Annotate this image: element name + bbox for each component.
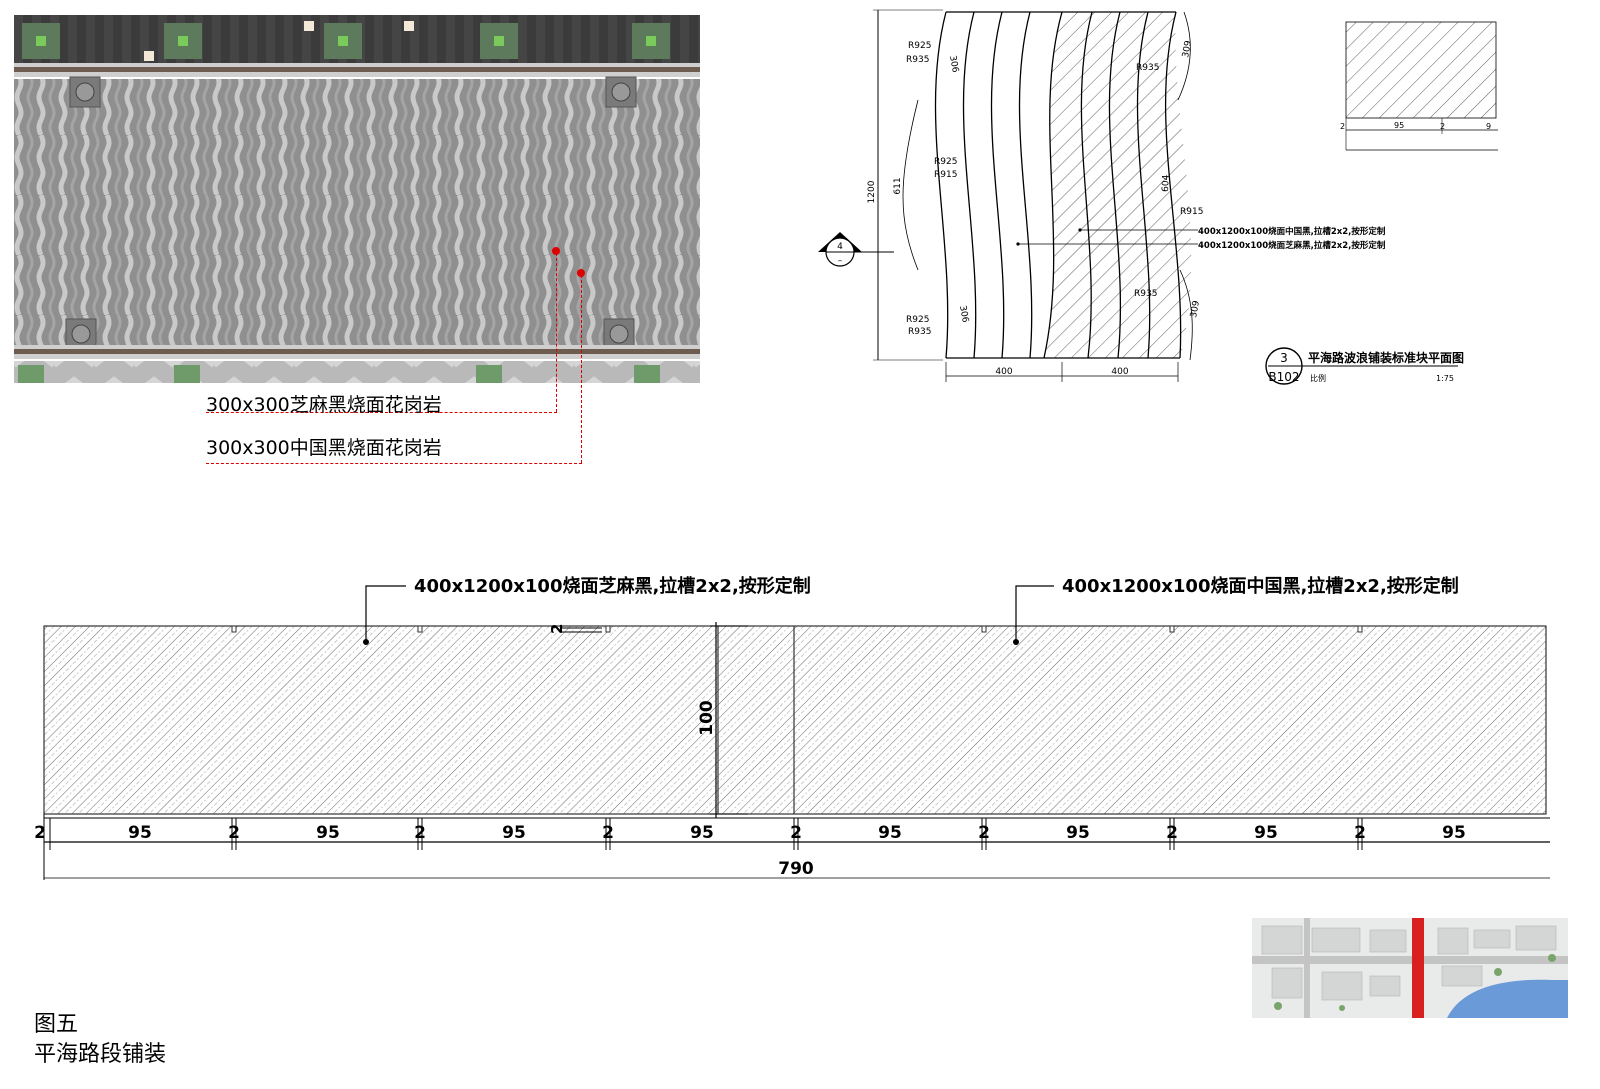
figure-number: 图五 [34,1012,79,1037]
radius-label: R925 [908,41,931,51]
dim-segment: 2 [34,823,46,843]
dim-611: 611 [893,177,903,194]
callout-dot-2 [577,269,585,277]
dim-segment: 2 [790,823,802,843]
height-dim: 100 [697,700,717,736]
section-symbol: 4 – [818,232,894,267]
svg-text:2: 2 [1440,122,1445,131]
callout-dot-1 [552,247,560,255]
dim-segment: 2 [1354,823,1366,843]
dim-segment: 2 [602,823,614,843]
radius-label: R915 [1180,207,1203,217]
svg-text:95: 95 [1394,121,1404,130]
svg-text:2: 2 [1340,122,1345,131]
dim-segment: 2 [414,823,426,843]
key-map-thumbnail [1252,918,1568,1018]
dim-segment: 95 [128,823,152,843]
dim-total: 790 [778,859,814,879]
radius-label: R925 [934,157,957,167]
dim-604: 604 [1161,174,1172,192]
dim-segment: 95 [878,823,902,843]
dim-segment: 95 [502,823,526,843]
plan-note-china-black: 400x1200x100烧面中国黑,拉槽2x2,按形定制 [1198,226,1386,237]
dim-segment: 95 [1254,823,1278,843]
callout-label-sesame-black: 300x300芝麻黑烧面花岗岩 [206,394,442,416]
dim-309-bottom: 309 [1189,300,1202,319]
svg-text:3: 3 [1280,351,1288,365]
svg-text:4: 4 [837,242,843,252]
drawing-title-block: 3 B102 平海路波浪铺装标准块平面图 比例 1:75 [1265,347,1464,385]
svg-text:9: 9 [1486,122,1491,131]
paving-section-drawing: 400x1200x100烧面芝麻黑,拉槽2x2,按形定制 400x1200x10… [0,560,1600,910]
dim-306-top: 306 [947,55,960,74]
callout-leader-2 [581,275,582,463]
dim-309-top: 309 [1181,40,1194,59]
dim-segment: 2 [1166,823,1178,843]
radius-label: R935 [1136,63,1159,73]
radius-label: R925 [906,315,929,325]
radius-label: R935 [1134,289,1157,299]
section-detail-thumbnail: 2 95 2 9 [1340,21,1498,151]
standard-block-plan: 1200 611 306 306 309 604 309 R925 R935 R… [818,0,1530,400]
dim-segment: 95 [316,823,340,843]
plan-note-sesame-black: 400x1200x100烧面芝麻黑,拉槽2x2,按形定制 [1198,240,1386,251]
figure-caption: 图五 平海路段铺装 [34,1010,166,1070]
groove-dim: 2 [548,624,566,634]
drawing-title: 平海路波浪铺装标准块平面图 [1308,350,1464,365]
callout-underline-2 [206,463,582,464]
dim-1200: 1200 [867,180,877,203]
dim-306-bottom: 306 [957,305,970,324]
dim-400-b: 400 [1111,367,1128,377]
callout-leader-1 [556,253,557,412]
dim-segment: 95 [690,823,714,843]
dim-segment: 95 [1442,823,1466,843]
radius-label: R915 [934,170,957,180]
paving-render [14,15,714,391]
section-label-china-black: 400x1200x100烧面中国黑,拉槽2x2,按形定制 [1062,575,1459,597]
radius-label: R935 [908,327,931,337]
callout-label-china-black: 300x300中国黑烧面花岗岩 [206,437,442,459]
dim-segment: 95 [1066,823,1090,843]
dim-segment: 2 [228,823,240,843]
svg-text:–: – [838,256,843,266]
section-label-sesame-black: 400x1200x100烧面芝麻黑,拉槽2x2,按形定制 [414,575,811,597]
dim-segment: 2 [978,823,990,843]
figure-caption-text: 平海路段铺装 [34,1042,167,1067]
dim-400-a: 400 [995,367,1012,377]
scale-value: 1:75 [1436,374,1454,383]
radius-label: R935 [906,55,929,65]
scale-label: 比例 [1310,373,1326,383]
callout-underline-1 [206,412,557,413]
svg-text:B102: B102 [1268,370,1299,384]
